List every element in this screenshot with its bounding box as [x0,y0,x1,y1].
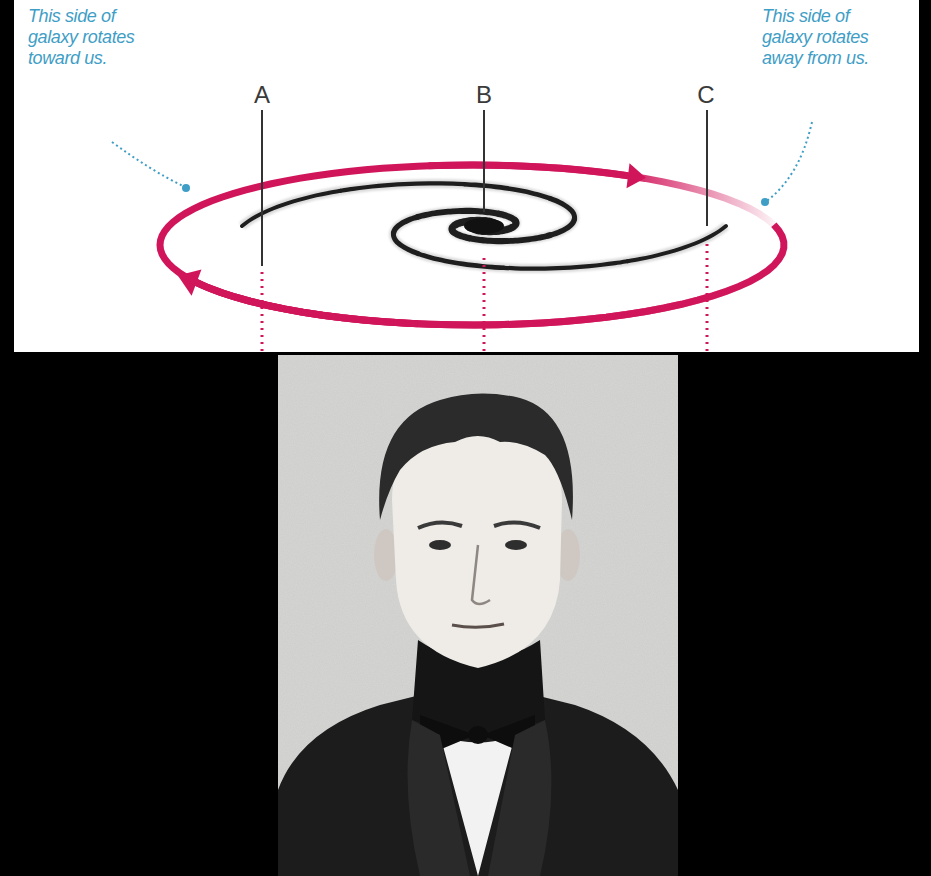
spiral-arm-glow [393,211,726,269]
galaxy-bulge [464,218,504,234]
spiral-arm [418,211,462,217]
projection-line [483,258,486,352]
rotation-arc [160,165,628,324]
portrait-photo [278,355,678,876]
spiral-arm [550,198,575,219]
point-letter: B [474,82,494,108]
callout-note: This side of galaxy rotates toward us. [28,6,163,69]
leader-line [768,122,812,200]
spiral-arm [242,191,341,226]
point-letter: C [695,82,716,108]
projection-line [706,244,709,352]
pointer-line [261,110,263,266]
projection-line [261,272,264,352]
spiral-arm [464,184,550,198]
spiral-arm [393,233,418,254]
leader-dot [182,184,190,192]
leader-dot [761,198,769,206]
point-letter: A [252,82,272,108]
spiral-arm [469,238,506,241]
rotation-arc [197,165,784,325]
rotation-arrowhead [627,163,646,188]
spiral-arm [627,226,726,261]
spiral-arm [341,183,465,190]
leader-line [112,142,183,186]
pointer-line [483,110,485,212]
spiral-arm [550,219,574,235]
spiral-arm [504,261,628,268]
spiral-arm [462,211,499,214]
spiral-arm [506,235,550,241]
spiral-arm [418,254,504,268]
callout-note: This side of galaxy rotates away from us… [762,6,897,69]
pointer-line [706,110,708,226]
spiral-arm [394,217,418,233]
spiral-arm-glow [242,183,575,241]
